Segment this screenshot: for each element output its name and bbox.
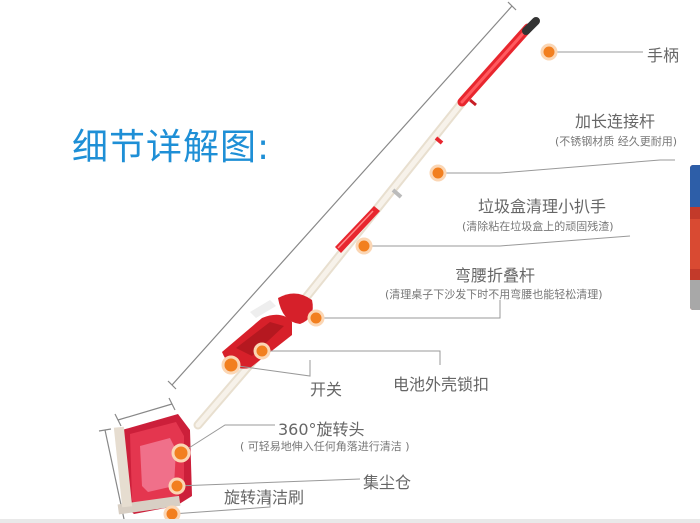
marker-battery-lock — [253, 342, 271, 360]
label-extension-rod: 加长连接杆 — [575, 112, 656, 131]
callout-markers — [163, 43, 558, 523]
marker-fold-rod — [307, 309, 325, 327]
leader-lines — [171, 51, 675, 515]
page-title: 细节详解图: — [72, 127, 271, 168]
bottom-divider — [0, 519, 700, 523]
note-fold-rod: (清理桌子下沙发下时不用弯腰也能轻松清理) — [385, 288, 603, 301]
marker-dust-box-rake — [355, 237, 373, 255]
pole — [193, 17, 540, 430]
side-tab-top — [690, 165, 700, 207]
label-handle: 手柄 — [647, 46, 680, 65]
label-dust-box-rake: 垃圾盒清理小扒手 — [478, 197, 607, 216]
label-rotating-head: 360°旋转头 — [278, 420, 365, 439]
note-extension-rod: (不锈钢材质 经久更耐用) — [555, 135, 678, 148]
dimension-lines — [98, 1, 517, 520]
marker-switch — [221, 355, 241, 375]
marker-rotating-head — [171, 443, 191, 463]
label-rotating-brush: 旋转清洁刷 — [224, 488, 305, 507]
label-dust-bin: 集尘仓 — [363, 473, 412, 492]
side-tab-middle — [690, 219, 700, 269]
side-tab-bottom — [690, 280, 700, 310]
note-dust-box-rake: (清除粘在垃圾盒上的顽固残渣) — [462, 220, 614, 233]
side-tab[interactable] — [690, 165, 700, 310]
marker-extension-rod — [429, 164, 447, 182]
note-rotating-head: ( 可轻易地伸入任何角落进行清洁 ) — [240, 440, 410, 453]
marker-handle — [540, 43, 558, 61]
sweeper-head — [113, 414, 192, 515]
marker-dust-bin — [168, 477, 186, 495]
label-switch: 开关 — [310, 380, 343, 399]
label-fold-rod: 弯腰折叠杆 — [455, 266, 536, 285]
label-battery-lock: 电池外壳锁扣 — [393, 375, 490, 394]
